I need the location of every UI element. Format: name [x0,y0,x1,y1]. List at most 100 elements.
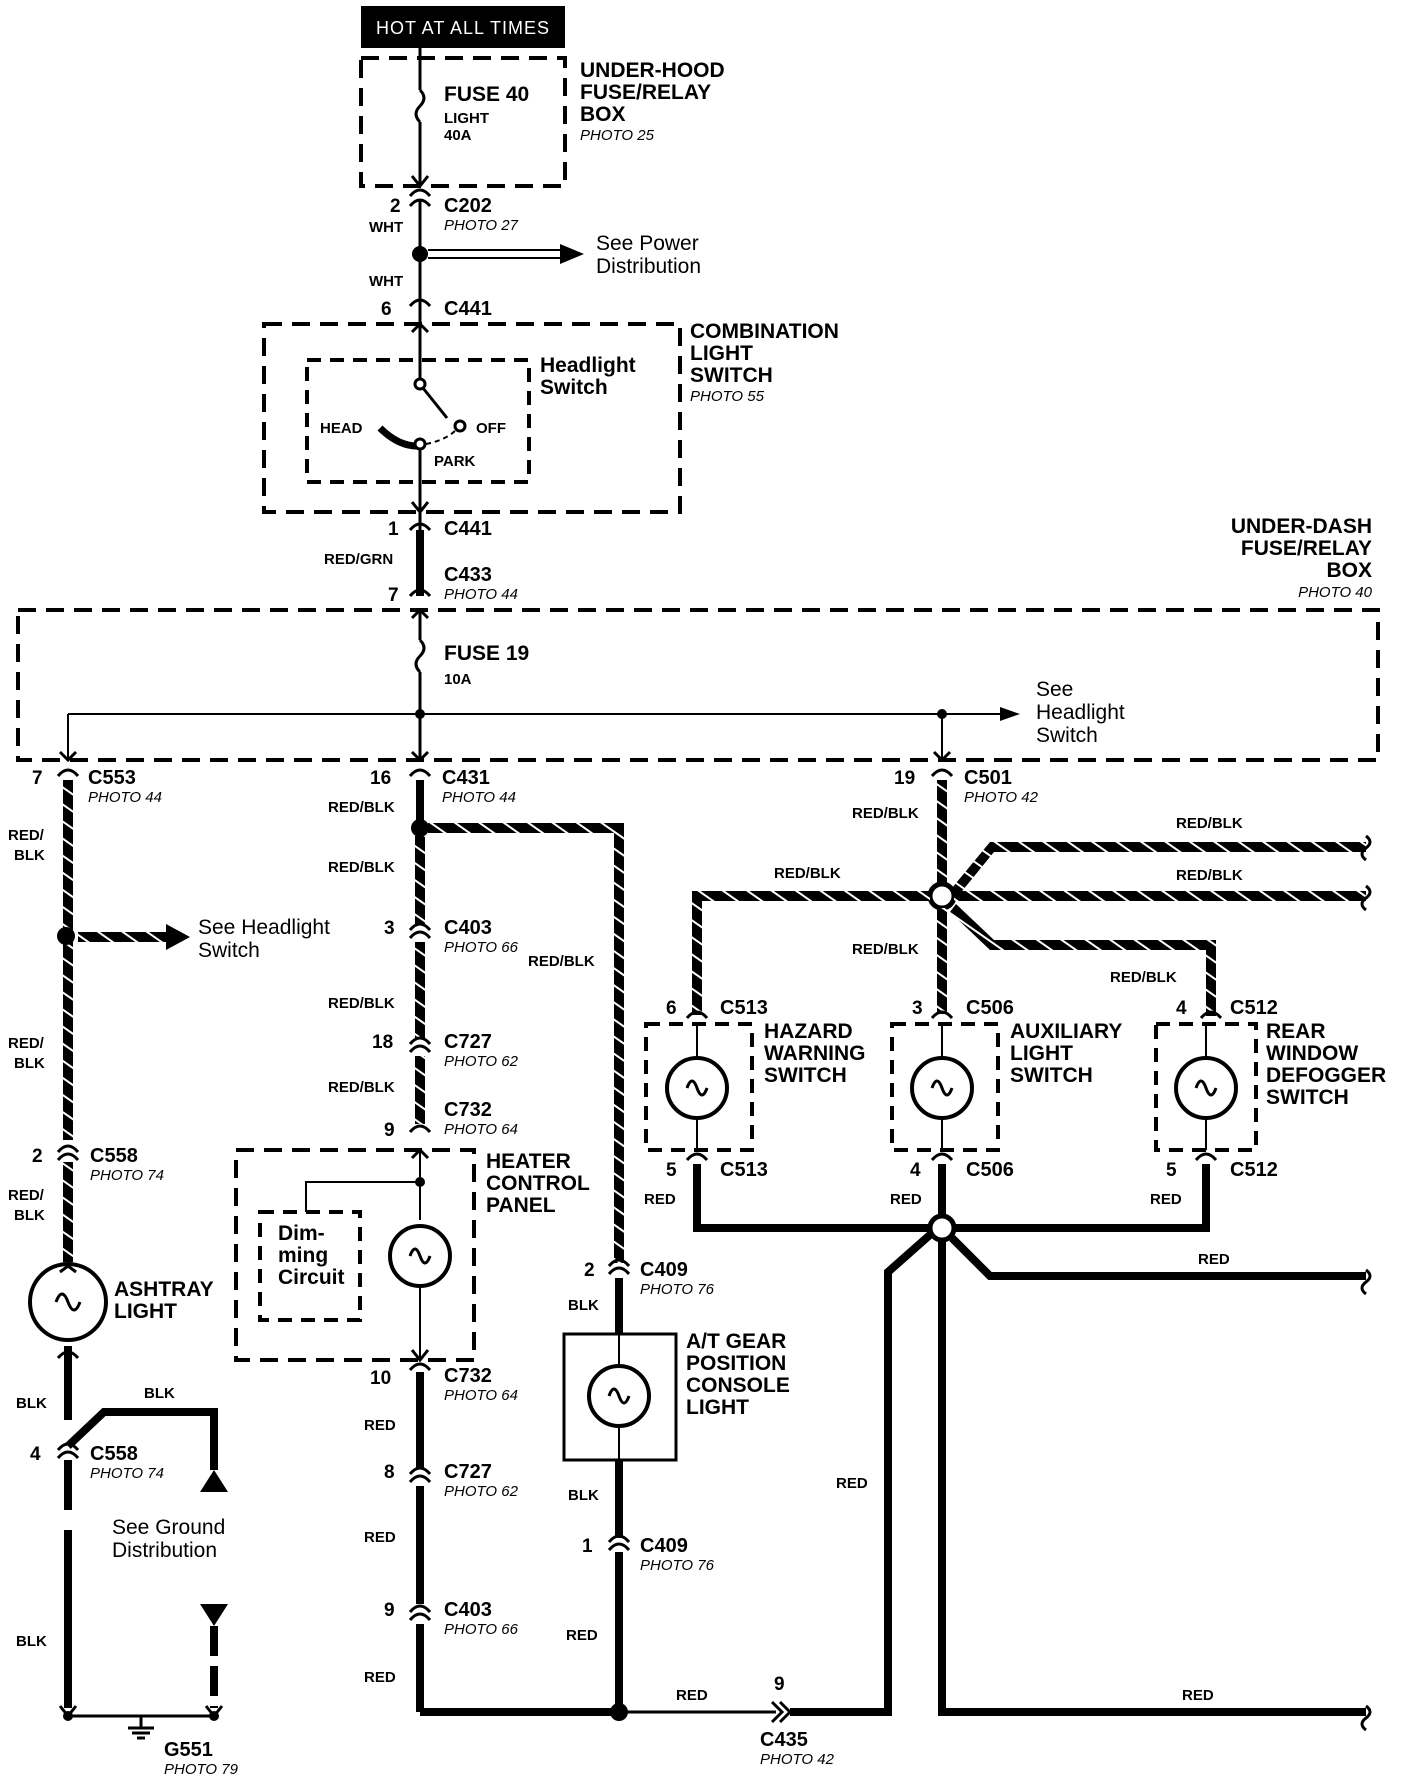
wire-blk-2: BLK [144,1385,175,1402]
c403-top-photo: PHOTO 66 [444,939,519,956]
wire-c-red-blk-2: RED/BLK [328,859,395,876]
c558-top-name: C558 [90,1145,138,1167]
hazard-3: SWITCH [764,1064,847,1087]
c441-bot-name: C441 [444,518,492,540]
c553-photo: PHOTO 44 [88,789,162,806]
switch-park: PARK [434,453,476,470]
fuse-40-label: FUSE 40 [444,83,529,106]
c202-pin: 2 [390,196,401,217]
at-gear-3: CONSOLE [686,1374,790,1397]
c727-top-photo: PHOTO 62 [444,1053,519,1070]
under-hood-title-3: BOX [580,103,626,126]
c202-photo: PHOTO 27 [444,217,519,234]
fuse-19-symbol [414,638,426,674]
wire-c-red-blk-4: RED/BLK [328,1079,395,1096]
hot-label-box [361,6,565,48]
power-ref-1: See Power [596,232,699,255]
defogger-4: SWITCH [1266,1086,1349,1109]
wire-c435-red: RED [676,1687,708,1704]
arrow-headlight-top [1000,707,1020,721]
aux-2: LIGHT [1010,1042,1073,1065]
c732-top-name: C732 [444,1099,492,1121]
dimming-3: Circuit [278,1266,345,1289]
wire-at-red-blk: RED/BLK [528,953,595,970]
combination-title-3: SWITCH [690,364,773,387]
switch-off: OFF [476,420,506,437]
wire-red-grn: RED/GRN [324,551,393,568]
heater-title-2: CONTROL [486,1172,590,1195]
c441-bot-pin: 1 [388,519,399,540]
c409-top-name: C409 [640,1259,688,1281]
wire-c-red-blk-3: RED/BLK [328,995,395,1012]
wire-left-label-1a: RED/ [8,827,45,844]
under-hood-photo: PHOTO 25 [580,127,655,144]
wire-red-right-1: RED [1198,1251,1230,1268]
dimming-circuit-box [258,1210,362,1322]
c558-bot-photo: PHOTO 74 [90,1465,164,1482]
fuse-40-desc: LIGHT [444,110,489,127]
c431-pin: 16 [370,768,391,789]
c513-bot-pin: 5 [666,1160,677,1181]
c732-top-photo: PHOTO 64 [444,1121,518,1138]
headlight-switch-label-2: Switch [540,376,608,399]
wire-r-red-blk-1: RED/BLK [852,805,919,822]
dimming-2: ming [278,1244,328,1267]
ashtray-label-1: ASHTRAY [114,1278,214,1301]
c435-pin: 9 [774,1674,785,1695]
c732-bot-name: C732 [444,1365,492,1387]
wire-c-red-blk-1: RED/BLK [328,799,395,816]
arrow-headlight-left [166,924,190,950]
aux-1: AUXILIARY [1010,1020,1122,1043]
c513-top-pin: 6 [666,998,677,1019]
c441-top-name: C441 [444,298,492,320]
c727-bot-photo: PHOTO 62 [444,1483,519,1500]
wire-red-defog: RED [1150,1191,1182,1208]
splice-right-top [927,881,957,911]
c506-bot-name: C506 [966,1159,1014,1181]
under-dash-title-1: UNDER-DASH [1231,515,1372,538]
heater-panel-box [234,1148,476,1362]
c506-top-name: C506 [966,997,1014,1019]
c433-pin: 7 [388,585,399,606]
under-hood-title-1: UNDER-HOOD [580,59,725,82]
combination-title-2: LIGHT [690,342,753,365]
ground-ref-1: See Ground [112,1516,225,1539]
wire-c-red-1: RED [364,1417,396,1434]
wire-c-red-2: RED [364,1529,396,1546]
wire-r-red-blk-5: RED/BLK [852,941,919,958]
headlight-ref-top-2: Headlight [1036,701,1125,724]
c431-name: C431 [442,767,490,789]
c727-bot-pin: 8 [384,1462,395,1483]
under-dash-title-3: BOX [1326,559,1372,582]
heater-title-3: PANEL [486,1194,556,1217]
wire-wht-2: WHT [369,273,403,290]
hazard-2: WARNING [764,1042,866,1065]
wire-blk-3: BLK [16,1633,47,1650]
fuse-40-symbol [414,88,426,124]
wire-red-aux: RED [890,1191,922,1208]
c506-top-pin: 3 [912,998,923,1019]
wire-c-red-3: RED [364,1669,396,1686]
wire-r-red-blk-4: RED/BLK [774,865,841,882]
g551-name: G551 [164,1739,213,1761]
headlight-ref-top-3: Switch [1036,724,1098,747]
c409-bot-name: C409 [640,1535,688,1557]
headlight-switch-label-1: Headlight [540,354,636,377]
wire-at-blk-1: BLK [568,1297,599,1314]
c409-top-photo: PHOTO 76 [640,1281,715,1298]
wire-r-red-blk-6: RED/BLK [1110,969,1177,986]
c513-top-name: C513 [720,997,768,1019]
ashtray-label-2: LIGHT [114,1300,177,1323]
c558-bot-pin: 4 [30,1444,41,1465]
c727-top-pin: 18 [372,1032,393,1053]
dimming-1: Dim- [278,1222,325,1245]
c553-pin: 7 [32,768,43,789]
c732-top-pin: 9 [384,1120,395,1141]
c501-pin: 19 [894,768,915,789]
wire-at-blk-2: BLK [568,1487,599,1504]
c553-name: C553 [88,767,136,789]
at-gear-2: POSITION [686,1352,786,1375]
c403-bot-name: C403 [444,1599,492,1621]
